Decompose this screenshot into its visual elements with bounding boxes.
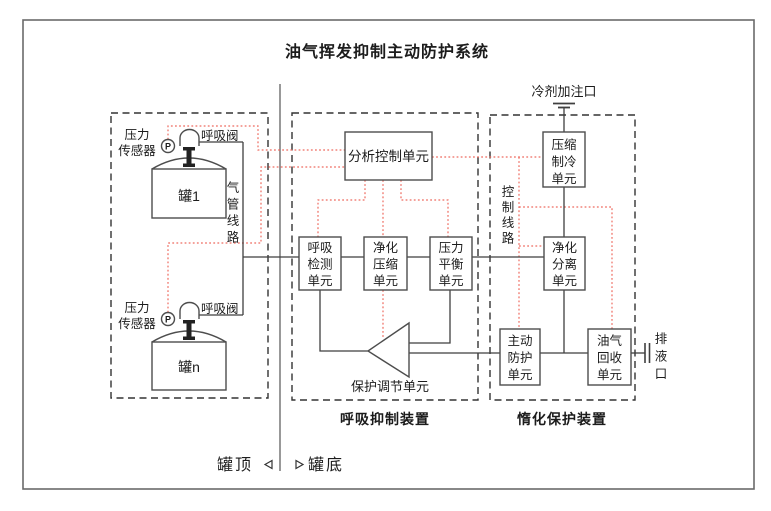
recovery-line2: 回收 (597, 351, 623, 365)
analysis-control-unit-label: 分析控制单元 (348, 149, 429, 164)
pressure-balance-unit-box (429, 236, 473, 291)
tank-1-sensor-label-line2: 传感器 (118, 143, 156, 158)
drain-port-label: 排液口 (655, 332, 668, 381)
compress-cool-line3: 单元 (551, 172, 576, 186)
tank-1-breathing-valve-icon (179, 128, 200, 146)
analysis-control-unit-box (344, 131, 433, 181)
tank-n-valve-stem-icon (183, 320, 195, 340)
tank-top-label: 罐顶 (217, 456, 253, 474)
recovery-line3: 单元 (597, 368, 622, 382)
tank-1-valve-stem-icon (183, 147, 195, 167)
breath-detect-unit-box (298, 236, 342, 291)
sensor-n-signal-line (167, 166, 345, 313)
tank-n-breathing-valve-icon (179, 301, 200, 319)
tank-1-sensor-label-line1: 压力 (124, 128, 149, 142)
breathing-device-section-label: 呼吸抑制装置 (340, 411, 430, 427)
breath-detect-line2: 检测 (307, 257, 332, 272)
tank-1: P 压力 传感器 呼吸阀 罐1 (118, 128, 239, 219)
diagram-title: 油气挥发抑制主动防护系统 (285, 42, 489, 61)
purify-separate-line1: 净化 (552, 241, 578, 255)
pressure-balance-line3: 单元 (438, 274, 463, 288)
tank-n-body (151, 341, 227, 391)
compress-cool-line2: 制冷 (551, 155, 576, 169)
active-protect-line3: 单元 (507, 368, 532, 382)
process-lines (199, 102, 651, 363)
control-line-label: 控制线路 (502, 185, 515, 246)
purify-separate-line3: 单元 (552, 274, 577, 288)
compress-cool-line1: 压缩 (551, 137, 576, 152)
coolant-port-label: 冷剂加注口 (531, 84, 596, 99)
gas-pipe-line-label: 气管线路 (227, 180, 240, 245)
protection-regulator-label: 保护调节单元 (351, 379, 429, 394)
breath-detect-line3: 单元 (307, 274, 332, 288)
tank-1-name: 罐1 (178, 188, 200, 204)
recovery-line1: 油气 (597, 333, 623, 348)
active-protect-unit-box (499, 328, 541, 386)
tank-top-arrow-icon (263, 459, 273, 470)
tank-bottom-label: 罐底 (308, 456, 344, 474)
breathing-device-units: 分析控制单元 呼吸 检测 单元 净化 压缩 单元 压力 平衡 单元 保护调节单元 (298, 131, 473, 394)
tank-n-sensor-symbol: P (165, 315, 171, 325)
tank-n-valve-label: 呼吸阀 (201, 302, 239, 316)
tank-n-sensor-label-line2: 传感器 (118, 316, 156, 331)
compress-cool-unit-box (542, 131, 586, 188)
tank-n-name: 罐n (178, 359, 200, 375)
tank-bottom-arrow-icon (295, 459, 305, 470)
analysis-to-detect-signal (317, 180, 366, 237)
inerting-device-units: 压缩 制冷 单元 净化 分离 单元 主动 防护 单元 油气 回收 单元 冷剂加注… (499, 84, 668, 386)
detect-to-regulator-line (319, 290, 368, 352)
protection-regulator-icon (366, 321, 410, 379)
active-protect-line1: 主动 (507, 334, 532, 348)
purify-separate-line2: 分离 (552, 257, 577, 272)
tank-1-sensor-symbol: P (165, 142, 171, 152)
breathing-device-boundary (291, 112, 479, 401)
breath-detect-line1: 呼吸 (307, 241, 333, 255)
tank-1-valve-label: 呼吸阀 (201, 129, 239, 143)
pressure-balance-line2: 平衡 (438, 258, 463, 272)
tank-1-body (151, 168, 227, 219)
tank-1-pressure-sensor-icon (160, 138, 176, 154)
active-protect-line2: 防护 (507, 350, 532, 365)
sensor1-signal-line (167, 125, 345, 151)
signal-lines (167, 125, 613, 337)
pressure-balance-line1: 压力 (438, 241, 463, 255)
purify-compress-line2: 压缩 (373, 257, 398, 272)
purify-compress-line1: 净化 (373, 241, 399, 255)
purify-compress-unit-box (363, 236, 408, 291)
tank-n-sensor-label-line1: 压力 (124, 301, 149, 315)
tank-n: P 压力 传感器 呼吸阀 罐n (118, 301, 239, 391)
inerting-device-section-label: 惰化保护装置 (517, 411, 607, 427)
oil-gas-recovery-unit-box (587, 328, 632, 386)
tank-n-pressure-sensor-icon (160, 311, 176, 327)
analysis-to-balance-signal (400, 180, 449, 237)
tank-section-boundary (110, 112, 269, 399)
balance-to-regulator-line (409, 290, 451, 344)
footer-legend: 罐顶 罐底 (217, 456, 344, 474)
purify-separate-unit-box (543, 236, 586, 291)
purify-compress-line3: 单元 (373, 274, 398, 288)
